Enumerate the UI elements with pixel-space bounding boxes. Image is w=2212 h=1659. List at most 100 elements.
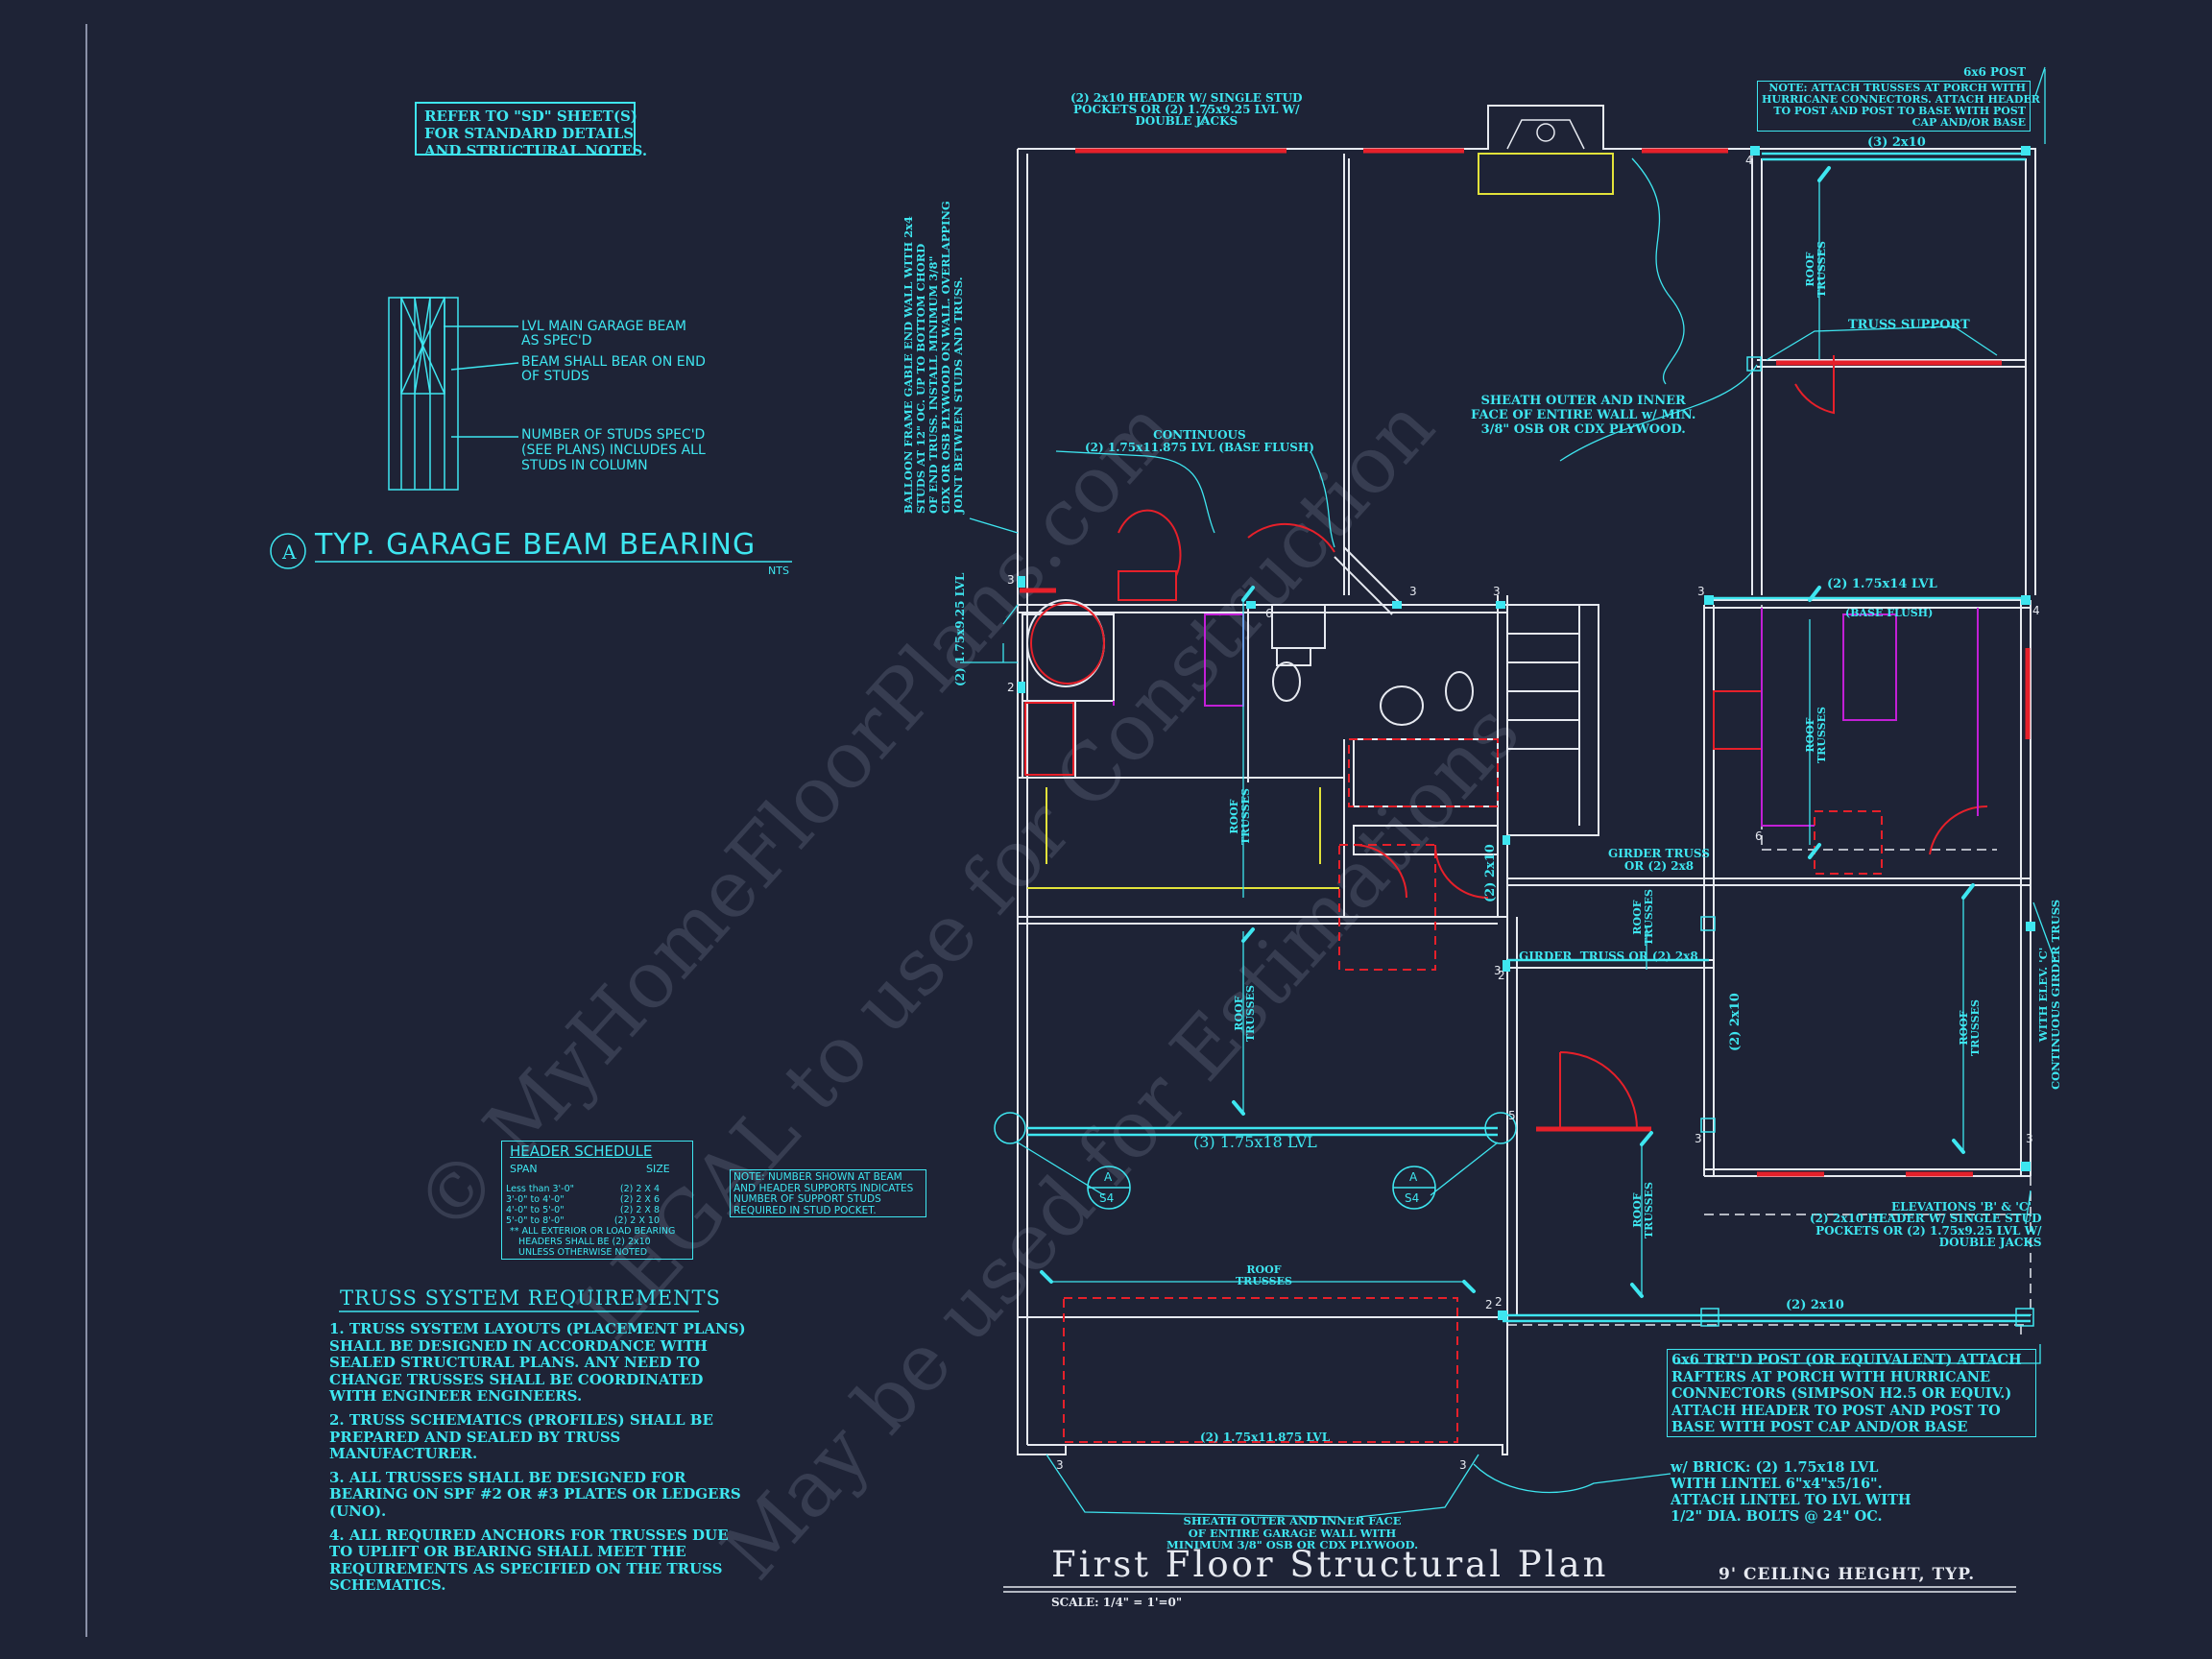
stud-count-label: 3 xyxy=(2026,1132,2033,1145)
label-garage-sheath: SHEATH OUTER AND INNER FACE OF ENTIRE GA… xyxy=(1166,1514,1419,1551)
stud-count-label: 6 xyxy=(1265,607,1273,620)
header-schedule-row: Less than 3'-0" (2) 2 X 4 xyxy=(506,1184,688,1194)
column-markers xyxy=(994,356,2034,1327)
section-sheet-right: S4 xyxy=(1405,1191,1420,1205)
leader-lines xyxy=(960,66,2056,1518)
label-header-right: (2) 2x10 HEADER W/ SINGLE STUD POCKETS O… xyxy=(1810,1212,2042,1249)
header-schedule-span: Less than 3'-0" xyxy=(506,1184,574,1194)
detail-a-nts: NTS xyxy=(768,565,789,577)
label-porch-note: NOTE: ATTACH TRUSSES AT PORCH WITH HURRI… xyxy=(1757,81,2040,132)
sheet-scale: SCALE: 1/4" = 1'=0" xyxy=(1051,1596,1183,1609)
stud-count-label: 2 xyxy=(1498,969,1505,982)
stud-note: NOTE: NUMBER SHOWN AT BEAM AND HEADER SU… xyxy=(730,1169,926,1217)
plan-walls xyxy=(1017,105,2036,1455)
stud-count-label: 3 xyxy=(1409,585,1417,598)
header-schedule-size: (2) 2 X 4 xyxy=(619,1184,660,1194)
label-roof-trusses-7: ROOF TRUSSES xyxy=(1958,999,1982,1056)
stud-count-label: 3 xyxy=(1007,573,1015,587)
label-girder-truss-1: GIRDER TRUSS OR (2) 2x8 xyxy=(1608,847,1710,873)
label-6x6-post: 6x6 POST xyxy=(1963,65,2027,79)
label-base-flush: (BASE FLUSH) xyxy=(1845,607,1934,619)
label-garage-beam: (3) 1.75x18 LVL xyxy=(1193,1133,1317,1151)
detail-a-title: TYP. GARAGE BEAM BEARING xyxy=(315,528,757,562)
header-schedule-row: 5'-0" to 8'-0" (2) 2 X 10 xyxy=(506,1215,688,1226)
header-schedule-footnote: ** ALL EXTERIOR OR LOAD BEARING HEADERS … xyxy=(510,1226,676,1258)
label-roof-trusses-6: ROOF TRUSSES xyxy=(1631,1182,1655,1238)
section-marker-left: A xyxy=(1104,1170,1113,1184)
label-lvl-1-75x14: (2) 1.75x14 LVL xyxy=(1827,577,1937,591)
stud-count-label: 3 xyxy=(1695,1132,1702,1145)
truss-requirements-title: TRUSS SYSTEM REQUIREMENTS xyxy=(340,1286,721,1310)
stud-count-label: 3 xyxy=(1056,1458,1064,1472)
label-roof-trusses-3: ROOF TRUSSES xyxy=(1228,788,1252,845)
detail-a-callout-3: NUMBER OF STUDS SPEC'D (SEE PLANS) INCLU… xyxy=(521,427,706,473)
label-header-2x10-v2: (2) 2x10 xyxy=(1728,993,1743,1051)
header-schedule-row: 4'-0" to 5'-0" (2) 2 X 8 xyxy=(506,1205,688,1215)
stud-count-label: 3 xyxy=(1459,1458,1467,1472)
detail-a-marker: A xyxy=(282,541,297,564)
header-schedule-row: 3'-0" to 4'-0" (2) 2 X 6 xyxy=(506,1194,688,1205)
label-sheath-outer: SHEATH OUTER AND INNER FACE OF ENTIRE WA… xyxy=(1471,394,1696,437)
truss-arrows xyxy=(1040,166,1975,1298)
label-truss-support: TRUSS SUPPORT xyxy=(1848,318,1970,332)
label-brick-lintel: w/ BRICK: (2) 1.75x18 LVL WITH LINTEL 6"… xyxy=(1671,1459,1911,1525)
label-elev-c-girder: WITH ELEV. 'C' CONTINUOUS GIRDER TRUSS xyxy=(2036,899,2062,1090)
stud-count-label: 3 xyxy=(1697,585,1705,598)
label-elev-bc: ELEVATIONS 'B' & 'C' xyxy=(1891,1200,2032,1214)
label-porch-2x10: (2) 2x10 xyxy=(1786,1298,1844,1312)
sheet-title: First Floor Structural Plan xyxy=(1051,1544,1609,1585)
header-schedule-col-span: SPAN xyxy=(510,1163,538,1175)
refer-note: REFER TO "SD" SHEET(S) FOR STANDARD DETA… xyxy=(415,102,647,159)
label-girder-truss-2: GIRDER TRUSS OR (2) 2x8 xyxy=(1519,950,1698,963)
header-schedule-span: 3'-0" to 4'-0" xyxy=(506,1194,565,1205)
label-balloon-note: BALLOON FRAME GABLE END WALL WITH 2x4 ST… xyxy=(902,201,965,514)
label-roof-trusses-2: ROOF TRUSSES xyxy=(1804,707,1828,763)
label-roof-trusses-5: ROOF TRUSSES xyxy=(1631,889,1655,946)
title-underline xyxy=(1003,1586,2016,1593)
header-schedule-col-size: SIZE xyxy=(646,1163,670,1175)
stud-count-label: 2 xyxy=(1485,1298,1493,1311)
header-schedule-title: HEADER SCHEDULE xyxy=(510,1142,653,1160)
truss-requirement-item: 4. ALL REQUIRED ANCHORS FOR TRUSSES DUE … xyxy=(329,1526,729,1595)
label-continuous-lvl: CONTINUOUS (2) 1.75x11.875 LVL (BASE FLU… xyxy=(1085,428,1314,454)
stud-count-label: 4 xyxy=(2032,604,2040,617)
stud-count-label: 5 xyxy=(1508,1109,1516,1122)
label-trt-post: 6x6 TRT'D POST (OR EQUIVALENT) ATTACH RA… xyxy=(1667,1349,2036,1437)
header-schedule-size: (2) 2 X 10 xyxy=(613,1215,660,1226)
structural-beams xyxy=(1027,152,2031,1323)
stud-count-label: 4 xyxy=(1745,154,1753,167)
label-header-2x10-v1: (2) 2x10 xyxy=(1483,844,1498,902)
header-schedule-size: (2) 2 X 6 xyxy=(619,1194,660,1205)
fireplace xyxy=(1506,119,1585,150)
truss-requirement-item: 1. TRUSS SYSTEM LAYOUTS (PLACEMENT PLANS… xyxy=(329,1320,746,1406)
section-marker-right: A xyxy=(1409,1170,1418,1184)
header-schedule-size: (2) 2 X 8 xyxy=(619,1205,660,1215)
stud-count-label: 3 xyxy=(1494,964,1502,977)
label-garage-door-lvl: (2) 1.75x11.875 LVL xyxy=(1200,1431,1331,1444)
detail-a-callout-1: LVL MAIN GARAGE BEAM AS SPEC'D xyxy=(521,319,686,349)
label-porch-header: (3) 2x10 xyxy=(1867,135,1926,150)
label-top-header: (2) 2x10 HEADER W/ SINGLE STUD POCKETS O… xyxy=(1070,91,1303,128)
window-headers xyxy=(1020,148,2031,1177)
header-schedule-span: 5'-0" to 8'-0" xyxy=(506,1215,565,1226)
garage-door-outline xyxy=(1063,738,1883,1443)
label-roof-trusses-8: ROOF TRUSSES xyxy=(1236,1263,1292,1287)
label-roof-trusses-4: ROOF TRUSSES xyxy=(1233,985,1257,1042)
stud-count-label: 3 xyxy=(1493,585,1501,598)
stud-count-label: 6 xyxy=(1755,830,1763,843)
stud-pockets xyxy=(1018,146,2035,1320)
section-sheet-left: S4 xyxy=(1099,1191,1115,1205)
detail-a-callout-2: BEAM SHALL BEAR ON END OF STUDS xyxy=(521,354,706,384)
truss-requirements-list: 1. TRUSS SYSTEM LAYOUTS (PLACEMENT PLANS… xyxy=(329,1320,761,1601)
stud-count-label: 2 xyxy=(1495,1295,1503,1309)
header-schedule-rows: Less than 3'-0" (2) 2 X 4 3'-0" to 4'-0" (2… xyxy=(506,1184,688,1226)
label-lvl-left: (2) 1.75x9.25 LVL xyxy=(953,572,967,686)
garage-beam-detail xyxy=(270,297,519,569)
header-schedule-span: 4'-0" to 5'-0" xyxy=(506,1205,565,1215)
header-schedule: HEADER SCHEDULE SPAN SIZE Less than 3'-0… xyxy=(501,1141,693,1260)
stud-count-label: 2 xyxy=(1007,681,1015,694)
truss-requirement-item: 2. TRUSS SCHEMATICS (PROFILES) SHALL BE … xyxy=(329,1410,713,1463)
truss-requirement-item: 3. ALL TRUSSES SHALL BE DESIGNED FOR BEA… xyxy=(329,1468,741,1520)
